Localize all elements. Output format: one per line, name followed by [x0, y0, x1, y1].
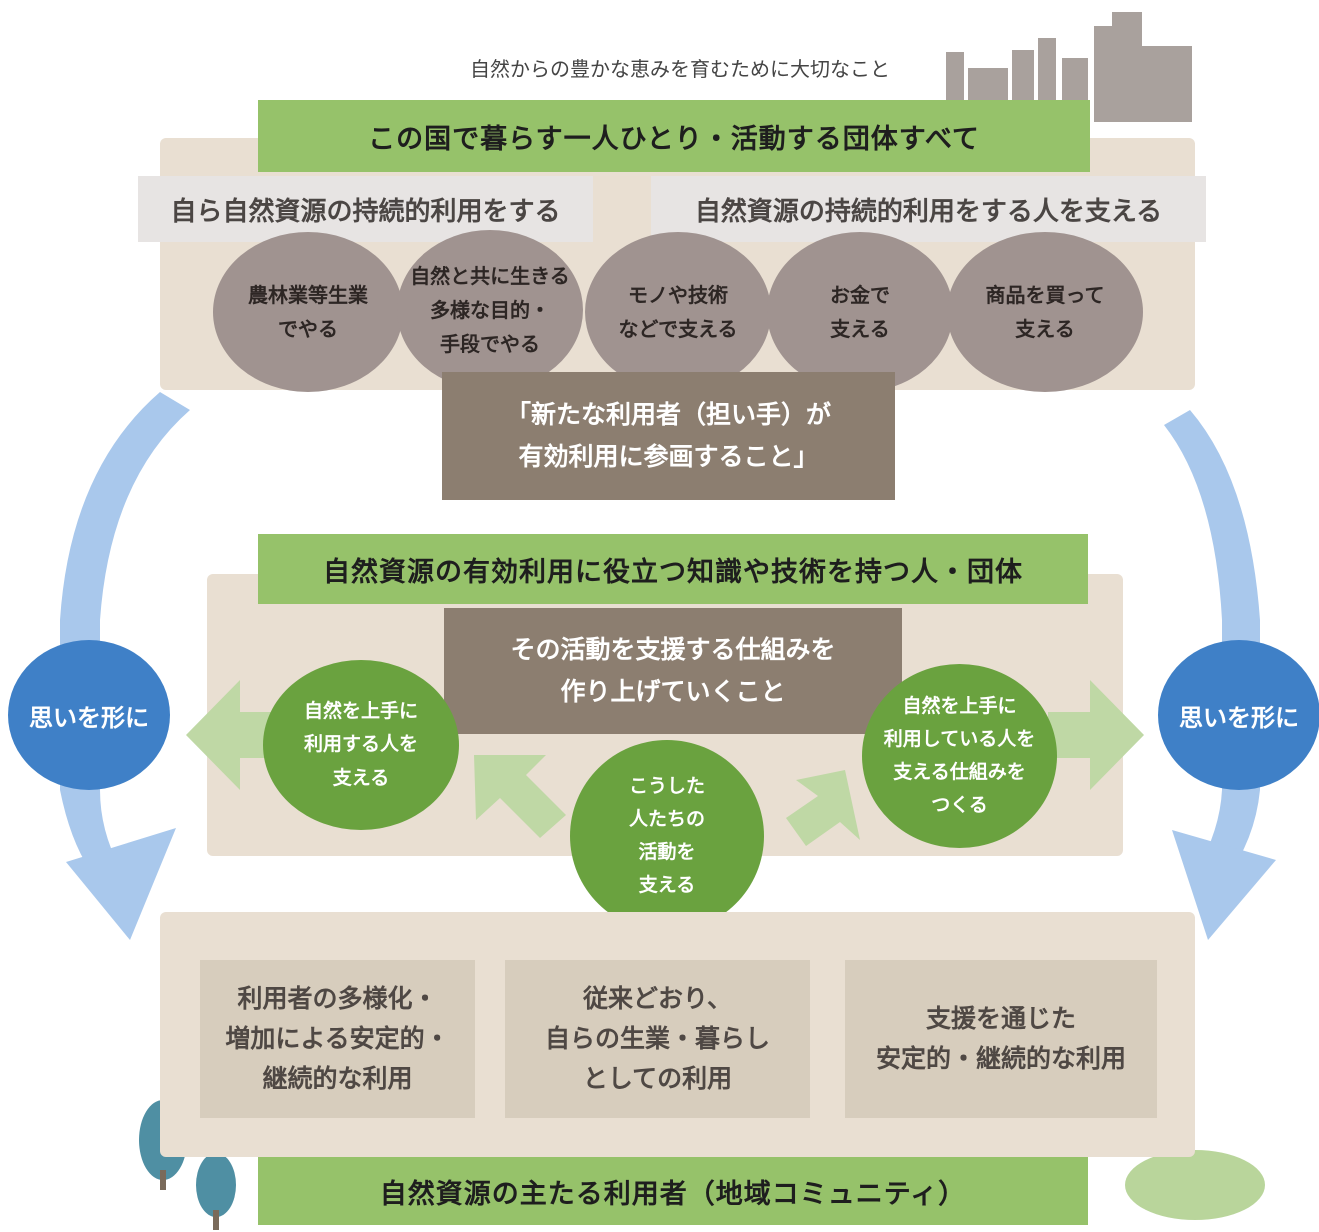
green-circle-right: 自然を上手に 利用している人を 支える仕組みを つくる: [862, 664, 1057, 848]
left-header: 自ら自然資源の持続的利用をする: [138, 176, 593, 242]
bottom-box-supported-use: 支援を通じた 安定的・継続的な利用: [845, 960, 1157, 1118]
bottom-band: 自然資源の主たる利用者（地域コミュニティ）: [258, 1157, 1088, 1225]
green-circle-left: 自然を上手に 利用する人を 支える: [263, 660, 459, 830]
page-subtitle: 自然からの豊かな恵みを育むために大切なこと: [470, 56, 890, 81]
grass-icon: [1125, 1150, 1265, 1220]
support-box: その活動を支援する仕組みを 作り上げていくこと: [444, 608, 902, 734]
circle-goods-tech: モノや技術 などで支える: [585, 232, 771, 392]
circle-farming: 農林業等生業 でやる: [213, 232, 403, 392]
circle-buy-products: 商品を買って 支える: [947, 232, 1143, 392]
blue-circle-right: 思いを形に: [1158, 640, 1319, 790]
top-band: この国で暮らす一人ひとり・活動する団体すべて: [258, 100, 1090, 172]
bottom-box-traditional-use: 従来どおり、 自らの生業・暮らし としての利用: [505, 960, 810, 1118]
circle-money: お金で 支える: [767, 232, 953, 392]
right-header: 自然資源の持続的利用をする人を支える: [651, 176, 1206, 242]
blue-circle-left: 思いを形に: [8, 640, 170, 790]
new-user-box: 「新たな利用者（担い手）が 有効利用に参画すること」: [442, 372, 895, 500]
city-skyline-icon: [946, 12, 1192, 122]
bottom-box-diversified-use: 利用者の多様化・ 増加による安定的・ 継続的な利用: [200, 960, 475, 1118]
green-circle-center: こうした 人たちの 活動を 支える: [570, 740, 764, 932]
middle-band: 自然資源の有効利用に役立つ知識や技術を持つ人・団体: [258, 534, 1088, 604]
circle-diverse-purpose: 自然と共に生きる 多様な目的・ 手段でやる: [397, 230, 583, 390]
